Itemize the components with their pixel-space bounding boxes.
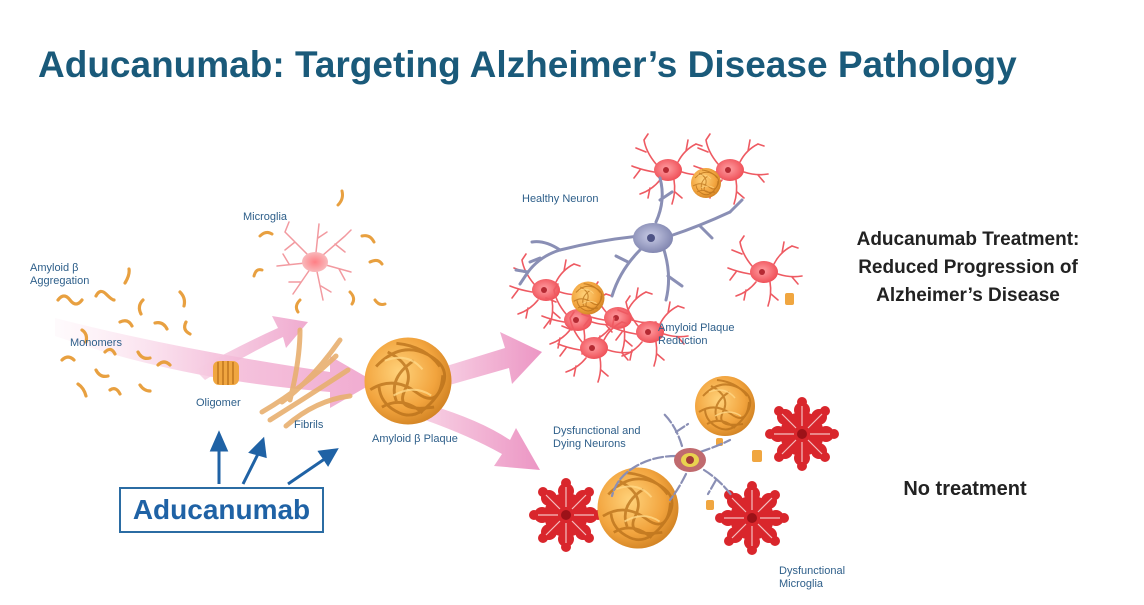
microglia-monomers xyxy=(252,189,387,314)
no-treatment-text: No treatment xyxy=(903,478,1027,500)
microglia-label: Microglia xyxy=(243,211,288,223)
no-treatment-arrow xyxy=(425,405,540,470)
dysfunctional-neurons-line-2: Dying Neurons xyxy=(553,438,626,450)
monomers-label: Monomers xyxy=(70,337,122,349)
amyloid-aggregation-line-1: Amyloid β xyxy=(30,262,79,274)
dying-neuron xyxy=(610,412,734,502)
healthy-neuron-cluster xyxy=(509,133,803,383)
amyloid-plaque-label: Amyloid β Plaque xyxy=(372,433,458,445)
dysfunctional-neurons-line-1: Dysfunctional and xyxy=(553,425,641,437)
treatment-arrow xyxy=(440,332,542,386)
amyloid-plaque xyxy=(363,336,453,426)
plaque-reduction-line-1: Amyloid Plaque xyxy=(658,322,735,334)
oligomer-label: Oligomer xyxy=(196,397,241,409)
page-title: Aducanumab: Targeting Alzheimer’s Diseas… xyxy=(38,44,1017,85)
microglia-cell xyxy=(276,221,352,301)
plaque-reduction-label: Amyloid Plaque Reduction xyxy=(658,322,734,348)
aducanumab-target-arrows xyxy=(209,430,339,486)
monomers xyxy=(56,267,192,398)
oligomer xyxy=(213,361,239,385)
fibrils-label: Fibrils xyxy=(294,419,324,431)
healthy-neuron-label: Healthy Neuron xyxy=(522,193,599,205)
healthy-neuron xyxy=(514,176,744,302)
treatment-outcome-text: Aducanumab Treatment: Reduced Progressio… xyxy=(818,226,1118,310)
dysfunctional-cluster xyxy=(528,375,840,556)
dysfunctional-microglia-label: Dysfunctional Microglia xyxy=(779,565,845,591)
amyloid-aggregation-line-2: Aggregation xyxy=(30,275,90,287)
plaque-reduction-line-2: Reduction xyxy=(658,335,708,347)
fibrils xyxy=(259,327,353,429)
treatment-outcome-line-3: Alzheimer’s Disease xyxy=(876,285,1060,306)
amyloid-aggregation-label: Amyloid β Aggregation xyxy=(30,262,89,288)
dysfunctional-microglia-line-2: Microglia xyxy=(779,578,824,590)
dysfunctional-microglia-line-1: Dysfunctional xyxy=(779,565,846,577)
treatment-outcome-line-1: Aducanumab Treatment: xyxy=(856,229,1080,250)
treatment-outcome-line-2: Reduced Progression of xyxy=(858,257,1078,278)
dysfunctional-neurons-label: Dysfunctional and Dying Neurons xyxy=(553,425,640,451)
aducanumab-box: Aducanumab xyxy=(119,487,324,533)
